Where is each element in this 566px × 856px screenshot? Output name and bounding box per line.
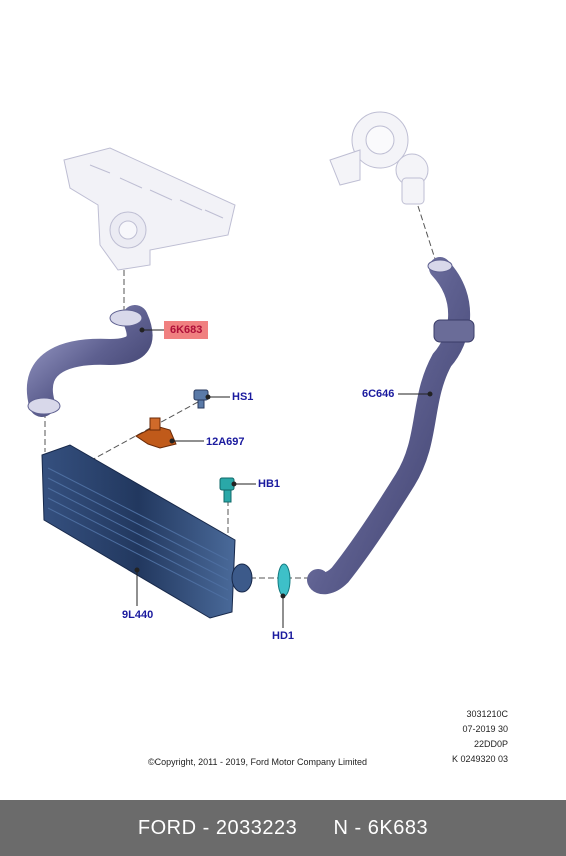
bolt-HB1-icon	[219, 477, 235, 503]
footer-spacer	[297, 817, 333, 840]
footer-bar: FORD - 2033223 N - 6K683	[0, 800, 566, 856]
part-label-9L440[interactable]: 9L440	[122, 609, 154, 621]
footer-ref: N - 6K683	[333, 816, 429, 839]
part-label-HD1[interactable]: HD1	[272, 630, 295, 642]
exhaust-manifold-icon	[63, 147, 236, 271]
turbocharger-icon	[329, 111, 429, 205]
part-label-6K683[interactable]: 6K683	[164, 321, 209, 339]
part-label-6C646[interactable]: 6C646	[362, 388, 395, 400]
footer-brand-part: FORD - 2033223	[137, 816, 298, 839]
guide-lines	[44, 205, 437, 579]
meta-line-3: 22DD0P	[473, 739, 508, 749]
part-label-HS1[interactable]: HS1	[232, 391, 254, 403]
bolt-HS1-icon	[193, 389, 209, 409]
part-label-12A697[interactable]: 12A697	[206, 436, 245, 448]
parts-diagram: 6K683 6C646 HS1 12A697 HB1 9L440 HD1	[27, 111, 475, 642]
copyright-notice: ©Copyright, 2011 - 2019, Ford Motor Comp…	[148, 757, 368, 767]
hose-6K683	[27, 305, 153, 417]
hose-clamp-icon	[277, 563, 291, 597]
meta-line-4: K 0249320 03	[451, 754, 508, 764]
diagram-metadata: 3031210C 07-2019 30 22DD0P K 0249320 03	[452, 707, 508, 767]
intercooler-icon	[41, 444, 253, 619]
leader-lines	[134, 327, 433, 628]
hose-6C646	[307, 257, 475, 595]
meta-line-2: 07-2019 30	[462, 724, 508, 734]
part-label-HB1[interactable]: HB1	[258, 478, 281, 490]
sensor-12A697-icon	[135, 417, 177, 449]
meta-line-1: 3031210C	[466, 709, 508, 719]
